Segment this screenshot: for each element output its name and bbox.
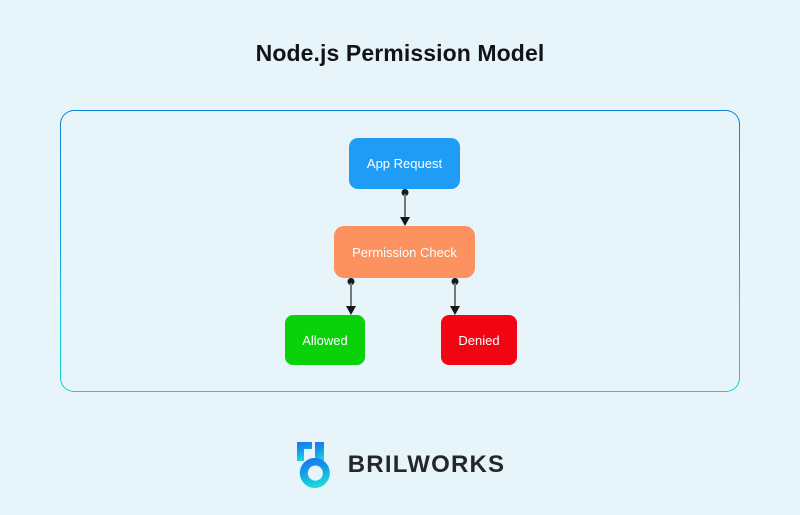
- brilworks-b-mark-icon: [295, 440, 335, 490]
- arrowhead-down-icon: [449, 306, 460, 315]
- arrowhead-down-icon: [399, 217, 410, 226]
- connector-shaft: [349, 283, 352, 308]
- diagram-node-app-request[interactable]: App Request: [349, 138, 460, 189]
- diagram-node-permission-check[interactable]: Permission Check: [334, 226, 475, 278]
- diagram-canvas: App Request Permission Check Allowed Den…: [61, 111, 739, 391]
- brand-name: BRILWORKS: [347, 451, 506, 478]
- diagram-frame: App Request Permission Check Allowed Den…: [60, 110, 740, 392]
- connector-start-dot-icon: [401, 189, 408, 196]
- page-title: Node.js Permission Model: [255, 40, 545, 66]
- connector-shaft: [403, 194, 406, 219]
- arrowhead-down-icon: [345, 306, 356, 315]
- diagram-node-denied[interactable]: Denied: [441, 315, 517, 365]
- brand-lockup: BRILWORKS: [0, 440, 800, 490]
- connector-permission-check-to-allowed: [344, 278, 357, 315]
- diagram-node-allowed[interactable]: Allowed: [285, 315, 365, 365]
- connector-permission-check-to-denied: [448, 278, 461, 315]
- connector-app-request-to-permission-check: [398, 189, 411, 226]
- connector-start-dot-icon: [347, 278, 354, 285]
- connector-start-dot-icon: [451, 278, 458, 285]
- connector-shaft: [453, 283, 456, 308]
